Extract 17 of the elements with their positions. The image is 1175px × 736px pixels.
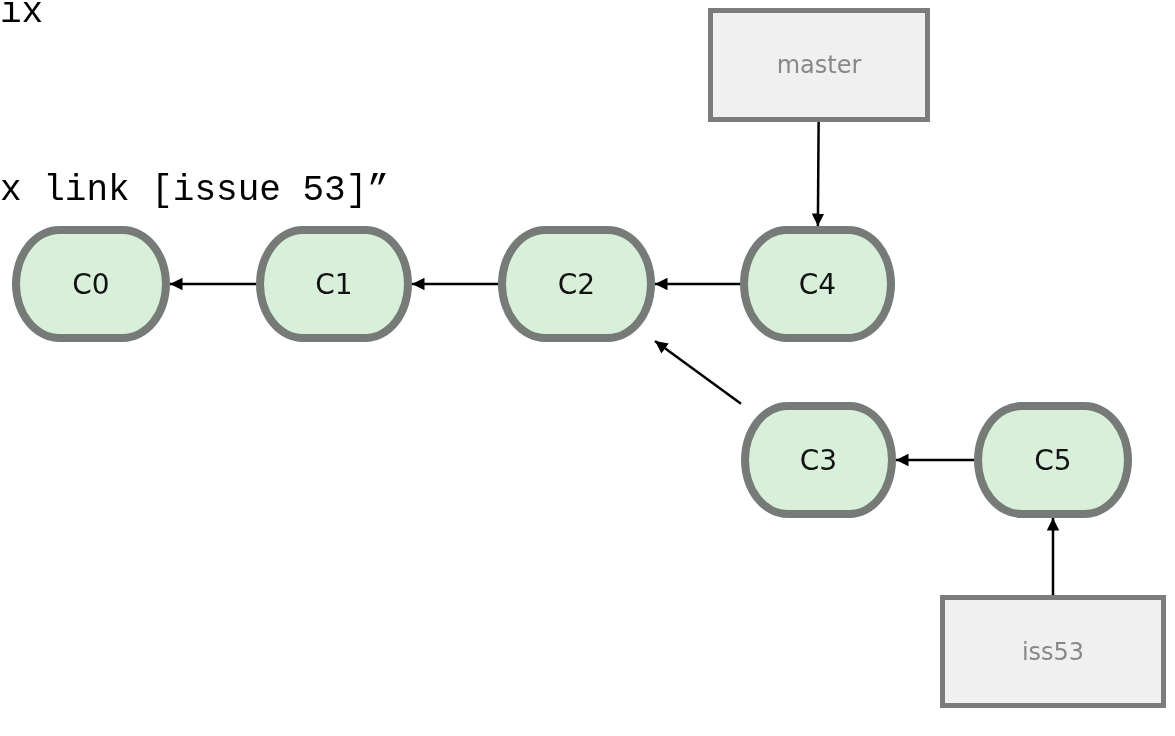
commit-node: C1 (256, 226, 412, 342)
branch-label-box: iss53 (940, 595, 1166, 708)
terminal-text: ix (0, 0, 44, 33)
arrow (654, 340, 742, 405)
arrow (412, 277, 498, 291)
branch-label-box: master (708, 8, 930, 122)
commit-node: C4 (740, 226, 895, 342)
arrow (170, 277, 256, 291)
commit-node: C3 (741, 402, 896, 518)
arrow (1046, 518, 1060, 595)
commit-node: C0 (12, 226, 170, 342)
commit-node: C2 (498, 226, 655, 342)
arrow (896, 453, 974, 467)
arrow (811, 122, 825, 226)
arrow (655, 277, 740, 291)
terminal-text: x link [issue 53]” (0, 170, 389, 211)
commit-node: C5 (974, 402, 1132, 518)
